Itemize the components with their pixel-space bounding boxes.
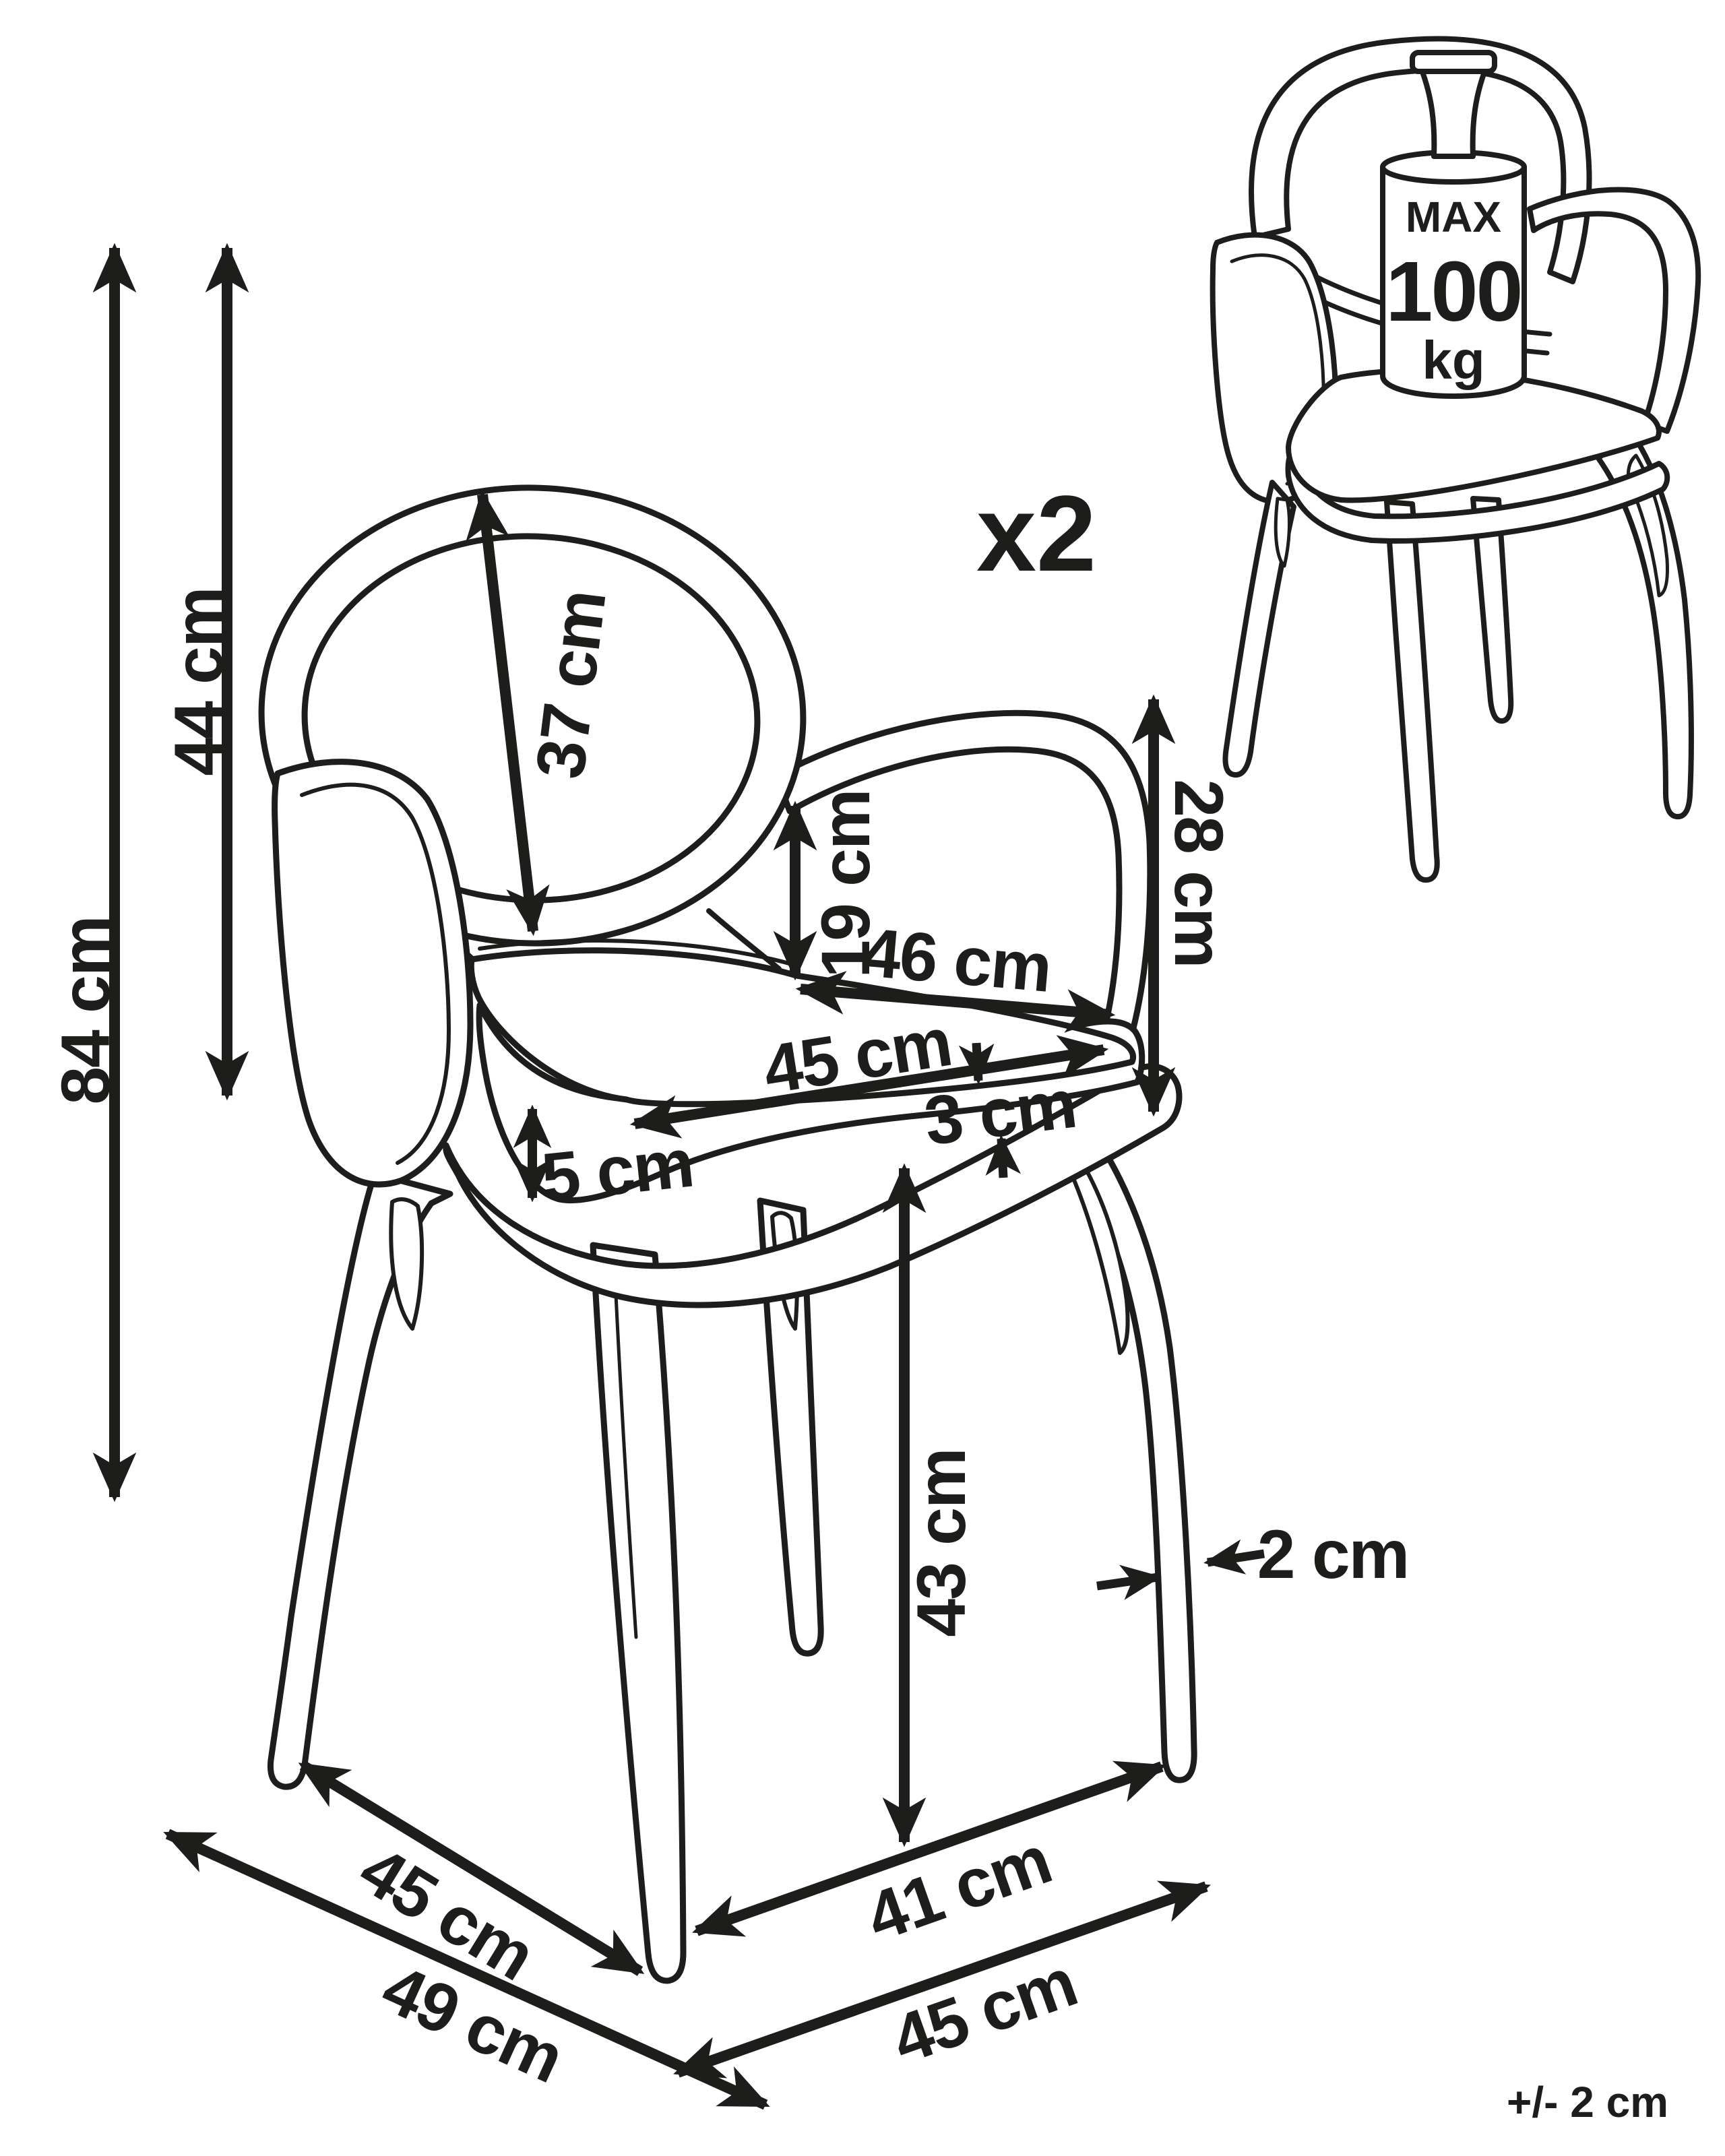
main-chair-drawing [258, 484, 1197, 1984]
arrow-backrest-width [466, 489, 550, 937]
arrow-seat-width [629, 1035, 1109, 1139]
main-chair-left-armrest [272, 759, 474, 1188]
max-weight-line1: MAX [1406, 193, 1502, 241]
label-cushion-thickness: 5 cm [538, 1124, 697, 1217]
arrow-overall-width [163, 1829, 770, 2110]
label-leg-diameter: 2 cm [1257, 1516, 1409, 1593]
label-backrest-height: 44 cm [160, 588, 237, 775]
mini-chair-backrest [1249, 36, 1592, 284]
arrow-leg-diameter-right [1203, 1539, 1265, 1575]
tolerance-label: +/- 2 cm [1507, 2078, 1668, 2126]
arrow-frame-thickness-bottom [985, 1135, 1022, 1178]
label-armrest-height: 28 cm [1160, 779, 1237, 967]
mini-chair-legs [1222, 429, 1694, 883]
max-weight-icon: MAX 100 kg [1380, 50, 1527, 399]
mini-chair-right-armrest [1527, 187, 1701, 434]
mini-chair-drawing: MAX 100 kg [1210, 36, 1701, 883]
mini-chair-seat-frame [1285, 445, 1670, 544]
arrow-frame-thickness-top [958, 1042, 995, 1085]
quantity-label: x2 [976, 473, 1096, 594]
label-frame-thickness: 3 cm [920, 1065, 1080, 1160]
label-backrest-gap: 19 cm [807, 790, 884, 978]
arrow-seat-depth [795, 971, 1116, 1033]
label-leg-length: 43 cm [903, 1449, 980, 1637]
label-seat-depth: 46 cm [860, 914, 1054, 1007]
max-weight-line3: kg [1422, 330, 1484, 390]
arrow-leg-diameter-left [1096, 1564, 1162, 1600]
max-weight-line2: 100 [1385, 244, 1521, 339]
arrow-overall-depth [673, 1880, 1211, 2079]
dimension-arrows [92, 243, 1265, 2110]
label-total-height: 84 cm [47, 916, 124, 1104]
